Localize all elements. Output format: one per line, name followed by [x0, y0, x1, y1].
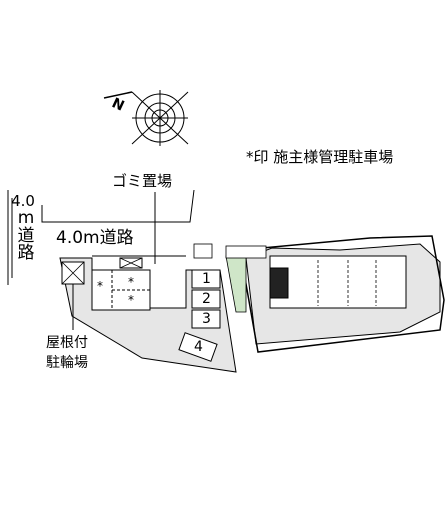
owner-mark-2: *	[128, 275, 134, 289]
road-top-edge	[41, 189, 195, 223]
label-road-top: 4.0m道路	[56, 228, 134, 248]
owner-mark-1: *	[97, 279, 103, 293]
label-bike-shelter-1: 屋根付	[46, 335, 88, 351]
stair-left	[193, 243, 213, 259]
parking-slot-3	[191, 309, 221, 329]
label-garbage-area: ゴミ置場	[112, 172, 173, 190]
greenery	[225, 255, 247, 313]
road-left-part-1: 4.0	[11, 192, 35, 210]
building	[269, 255, 407, 309]
label-road-left: 4.0 m 道 路	[11, 193, 36, 264]
parking-slot-4	[178, 332, 218, 362]
site-boundary	[239, 235, 445, 353]
road-left-part-3: 道	[17, 225, 35, 246]
owner-mark-3: *	[128, 293, 134, 307]
legend-owner-parking: *印 施主様管理駐車場	[246, 148, 394, 166]
stair-right	[225, 245, 267, 259]
road-left-part-2: m	[17, 207, 35, 228]
parking-slot-3-label: 3	[202, 311, 211, 327]
building-entrance	[269, 267, 289, 299]
parking-slot-1-label: 1	[202, 271, 211, 287]
parking-slot-1	[191, 269, 221, 289]
parking-slot-2	[191, 289, 221, 309]
label-bike-shelter-2: 駐輪場	[46, 355, 88, 371]
parking-slot-4-label: 4	[194, 339, 203, 355]
parking-slot-2-label: 2	[202, 291, 211, 307]
road-left-part-4: 路	[17, 243, 35, 264]
garbage-box-cross	[119, 257, 143, 269]
compass-rose-icon	[103, 90, 189, 146]
bike-shelter-cross	[61, 261, 85, 285]
